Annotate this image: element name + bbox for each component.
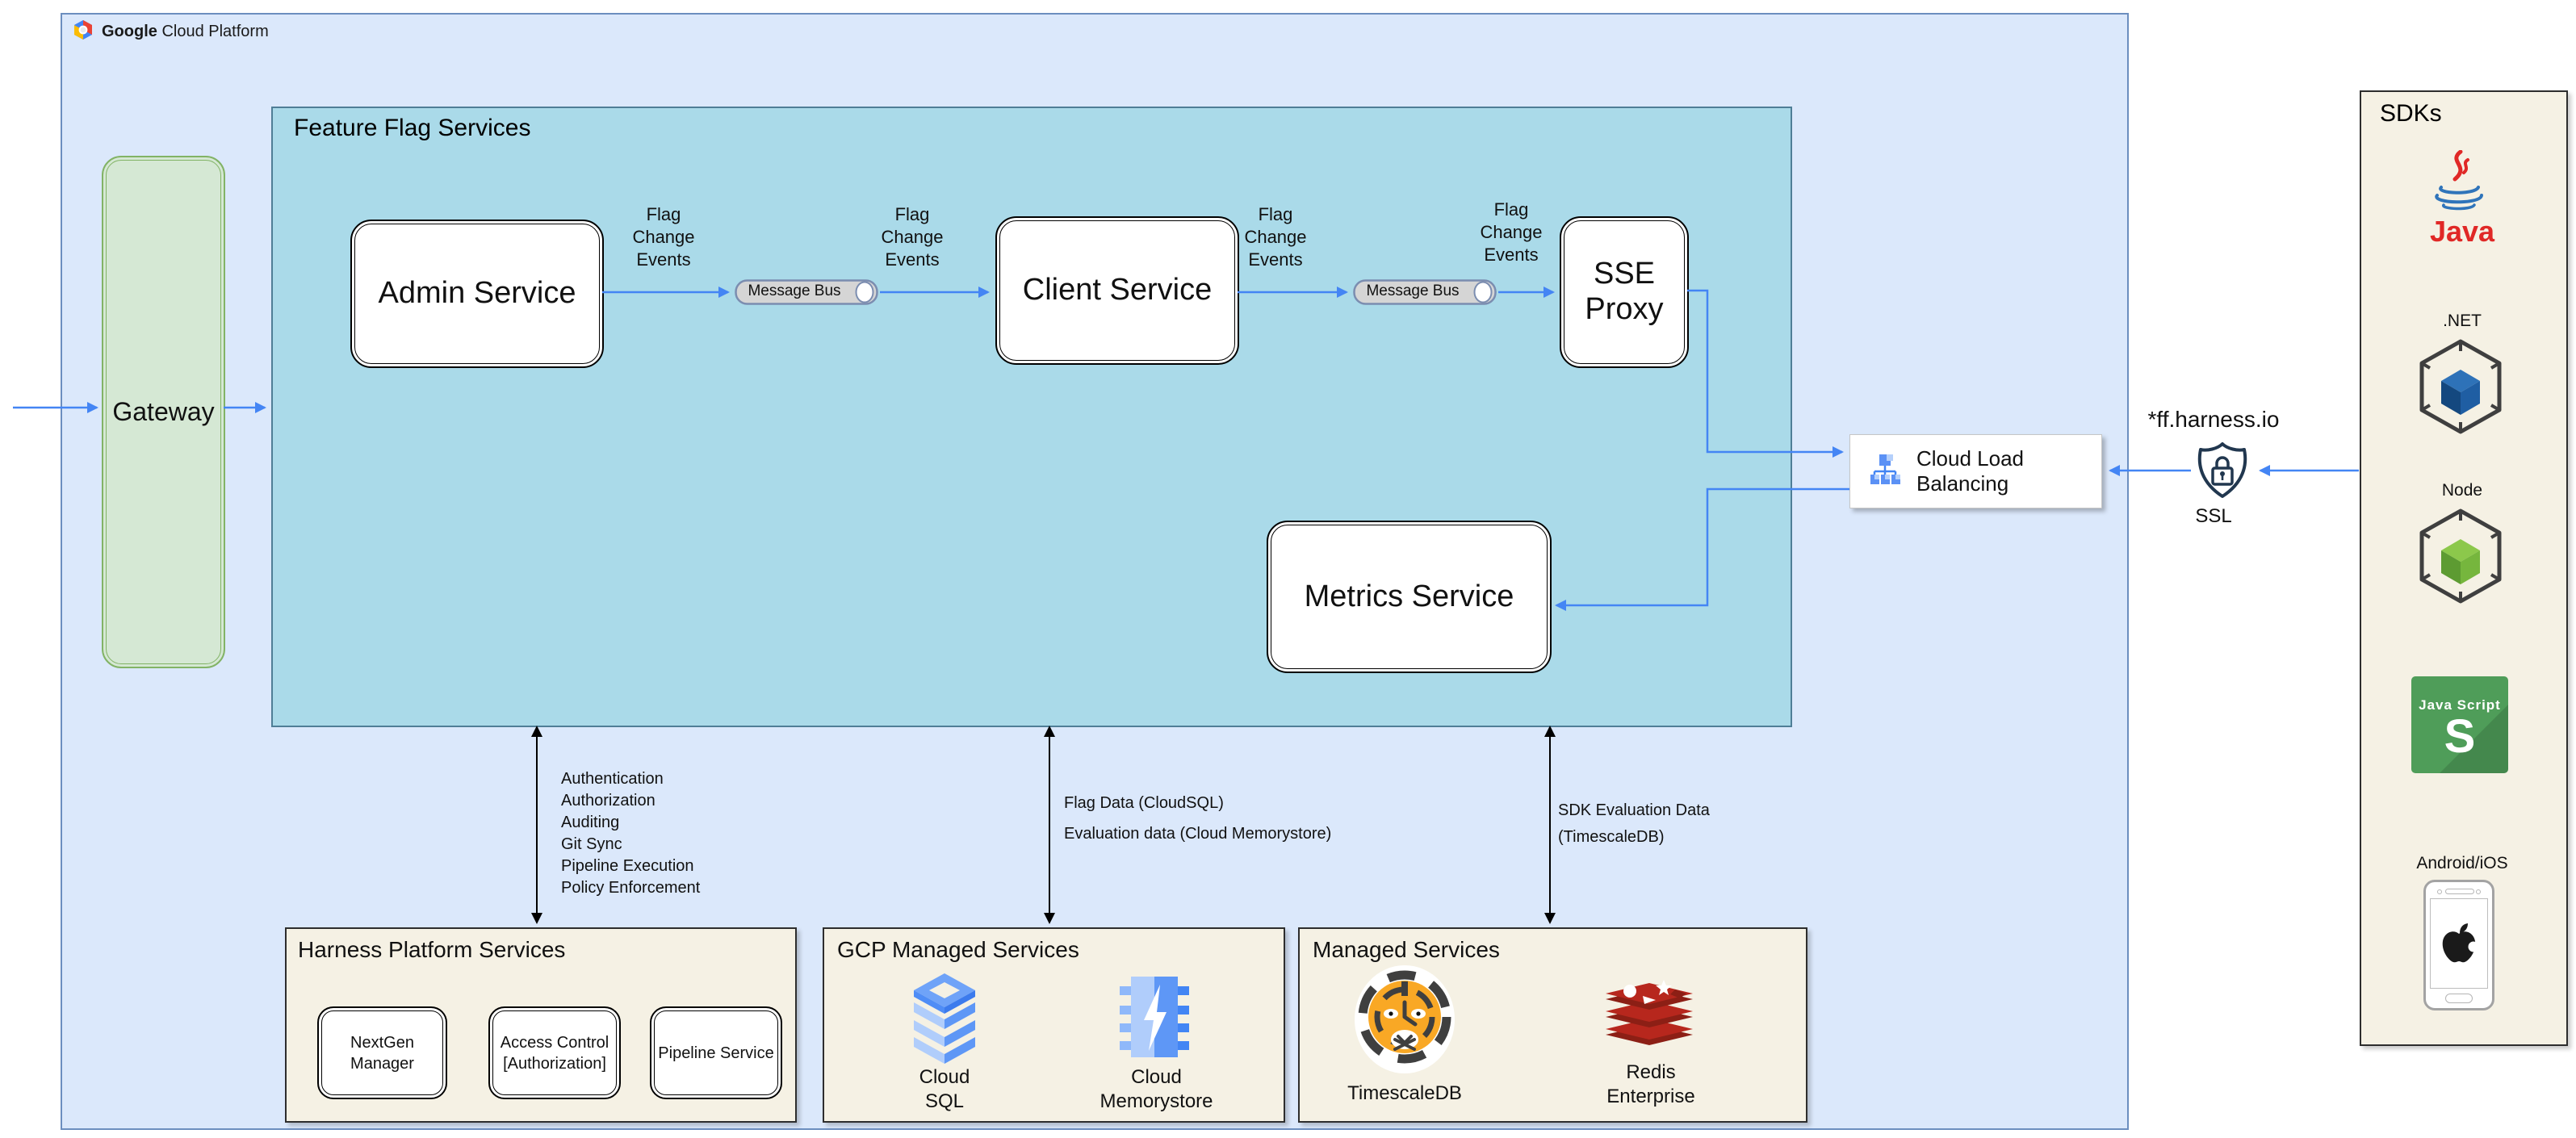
cloud-sql-icon [914, 973, 976, 1068]
redis-enterprise-caption: Redis Enterprise [1606, 1061, 1695, 1107]
flag-data-annotation: Flag Data (CloudSQL) [1064, 794, 1224, 812]
admin-service-label: Admin Service [378, 276, 576, 311]
sdks-title: SDKs [2380, 100, 2442, 127]
cloud-sql-caption: Cloud SQL [919, 1066, 970, 1112]
client-service-node: Client Service [995, 216, 1239, 365]
gateway-node: Gateway [102, 156, 225, 668]
harness-capabilities-list: Authentication Authorization Auditing Gi… [561, 768, 700, 899]
dotnet-cube-icon [2416, 337, 2505, 440]
client-service-label: Client Service [1022, 273, 1213, 308]
gcp-header-rest: Cloud Platform [161, 23, 269, 40]
sse-proxy-label: SSE Proxy [1585, 257, 1664, 326]
gcp-managed-title: GCP Managed Services [837, 937, 1079, 962]
capability-item: Auditing [561, 814, 620, 831]
metrics-service-label: Metrics Service [1304, 579, 1514, 613]
timescaledb-icon [1354, 965, 1456, 1081]
java-icon [2428, 149, 2485, 219]
mobile-phone-icon [2423, 880, 2494, 1010]
gcp-managed-panel [823, 927, 1285, 1123]
cloud-load-balancing-node: Cloud Load Balancing [1849, 434, 2102, 508]
android-ios-label: Android/iOS [2416, 854, 2508, 872]
message-bus-1: Message Bus [735, 279, 878, 305]
javascript-s-glyph: S [2444, 710, 2476, 763]
java-label: Java [2429, 215, 2495, 248]
javascript-icon: Java Script S [2411, 676, 2508, 773]
ff-harness-io-label: *ff.harness.io [2147, 407, 2280, 432]
access-control-node: Access Control [Authorization] [488, 1006, 621, 1099]
metrics-service-node: Metrics Service [1267, 521, 1552, 673]
evaluation-data-annotation: Evaluation data (Cloud Memorystore) [1064, 825, 1332, 843]
capability-item: Authentication [561, 770, 664, 788]
pipeline-service-label: Pipeline Service [658, 1044, 774, 1062]
message-bus-2-label: Message Bus [1366, 282, 1460, 299]
sdk-evaluation-annotation: SDK Evaluation Data (TimescaleDB) [1558, 801, 1710, 846]
gcp-logo-icon [73, 19, 94, 44]
capability-item: Authorization [561, 792, 656, 810]
message-bus-2: Message Bus [1353, 279, 1497, 305]
flag-change-events-label-2: Flag Change Events [881, 204, 944, 270]
nextgen-manager-label: NextGen Manager [350, 1033, 414, 1073]
gcp-header-bold: Google [102, 23, 157, 40]
dotnet-label: .NET [2443, 312, 2482, 330]
gcp-header-label: Google Cloud Platform [102, 23, 269, 41]
cloud-memorystore-icon [1120, 975, 1189, 1063]
nextgen-manager-node: NextGen Manager [317, 1006, 447, 1099]
flag-change-events-label-4: Flag Change Events [1480, 199, 1543, 265]
capability-item: Pipeline Execution [561, 857, 694, 875]
javascript-title: Java Script [2419, 697, 2501, 713]
timescaledb-caption: TimescaleDB [1347, 1082, 1462, 1104]
cloud-memorystore-caption: Cloud Memorystore [1100, 1066, 1213, 1112]
ssl-shield-lock-icon [2194, 441, 2251, 504]
capability-item: Policy Enforcement [561, 879, 701, 897]
sse-proxy-node: SSE Proxy [1560, 216, 1689, 368]
admin-service-node: Admin Service [350, 220, 604, 368]
node-label: Node [2441, 481, 2483, 500]
cloud-load-balancing-icon [1868, 453, 1902, 491]
redis-icon [1606, 978, 1693, 1060]
feature-flag-services-title: Feature Flag Services [294, 115, 531, 141]
apple-logo-icon [2430, 898, 2488, 989]
access-control-label: Access Control [Authorization] [500, 1033, 609, 1073]
managed-services-title: Managed Services [1313, 937, 1500, 962]
ssl-label: SSL [2195, 505, 2232, 527]
flag-change-events-label-1: Flag Change Events [632, 204, 695, 270]
gcp-header: Google Cloud Platform [73, 19, 269, 44]
gateway-label: Gateway [112, 397, 215, 427]
pipeline-service-node: Pipeline Service [650, 1006, 782, 1099]
message-bus-1-label: Message Bus [748, 282, 841, 299]
node-cube-icon [2416, 507, 2505, 609]
cloud-load-balancing-label: Cloud Load Balancing [1916, 446, 2024, 496]
capability-item: Git Sync [561, 835, 622, 853]
flag-change-events-label-3: Flag Change Events [1244, 204, 1307, 270]
harness-platform-title: Harness Platform Services [298, 937, 566, 962]
